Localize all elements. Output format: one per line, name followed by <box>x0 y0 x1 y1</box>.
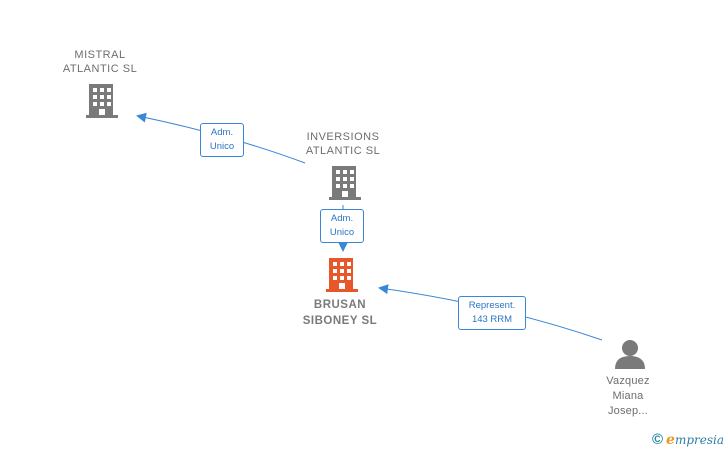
building-icon[interactable] <box>326 258 358 292</box>
empresia-watermark: © empresia <box>652 431 724 448</box>
brand-logo: empresia <box>666 431 724 448</box>
building-icon[interactable] <box>329 166 361 200</box>
node-label-brusan[interactable]: BRUSAN SIBONEY SL <box>302 299 378 327</box>
building-icon[interactable] <box>86 84 118 118</box>
copyright-icon: © <box>651 431 664 448</box>
node-label-vazquez[interactable]: Vazquez Miana Josep... <box>606 375 650 417</box>
person-icon[interactable] <box>615 340 645 369</box>
edge-label-represent: Represent. 143 RRM <box>458 296 526 330</box>
edge-label-adm-unico: Adm. Unico <box>200 123 244 157</box>
node-label-mistral[interactable]: MISTRAL ATLANTIC SL <box>62 49 138 75</box>
edge-label-adm-unico: Adm. Unico <box>320 209 364 243</box>
node-label-inversions[interactable]: INVERSIONS ATLANTIC SL <box>305 131 381 157</box>
